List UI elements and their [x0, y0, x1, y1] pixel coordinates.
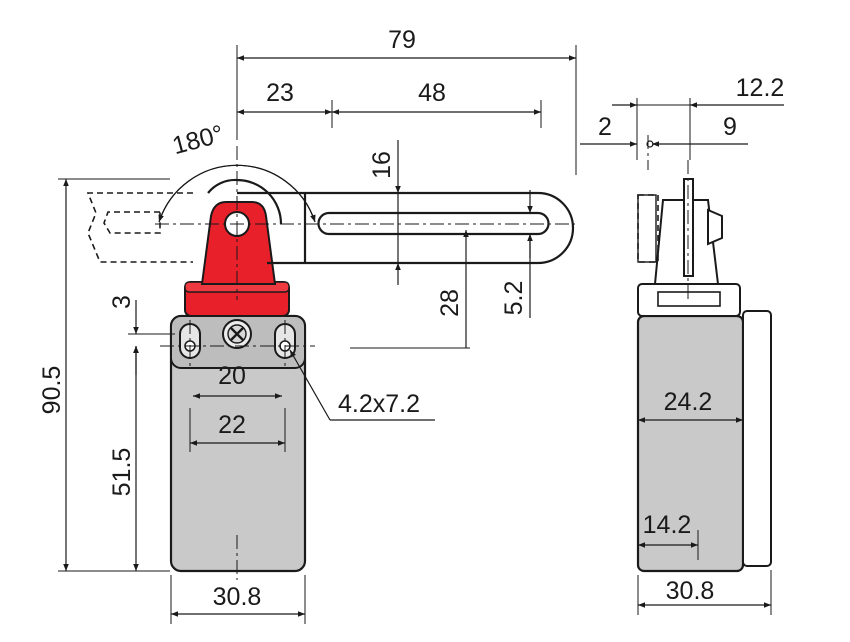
dim-mount-offset: 3 [108, 295, 136, 309]
dim-side-nine: 9 [723, 113, 737, 141]
dim-body-height: 51.5 [108, 448, 136, 497]
side-lever-plate [742, 310, 772, 567]
lever-rotated-dashed [86, 192, 193, 263]
dim-side-depth: 24.2 [664, 388, 713, 416]
dim-hole-spacing-outer: 22 [218, 411, 246, 439]
dim-hole-size: 4.2x7.2 [338, 390, 420, 418]
screw-icon [222, 319, 252, 349]
dim-side-width: 30.8 [666, 577, 715, 605]
lever-slot [317, 211, 550, 236]
front-view [86, 146, 575, 580]
actuator-tower [200, 201, 277, 285]
dim-lever-offset: 23 [266, 79, 294, 107]
dim-slot-length: 48 [418, 79, 446, 107]
dim-side-gap: 2 [598, 113, 612, 141]
dim-side-right: 12.2 [736, 74, 785, 102]
side-dimensions: 12.2 2 9 24.2 14.2 30.8 [580, 74, 784, 615]
side-view [636, 135, 772, 573]
dim-hole-spacing-inner: 20 [218, 362, 246, 390]
dim-front-width: 30.8 [213, 583, 262, 611]
dim-slot-drop: 28 [436, 289, 464, 317]
lever-arm [237, 191, 575, 265]
dim-total-width: 79 [388, 26, 416, 54]
dim-angle: 180° [169, 120, 226, 160]
dim-lever-height: 16 [368, 151, 396, 179]
dim-slot-width: 5.2 [500, 281, 528, 316]
dim-total-height: 90.5 [38, 366, 66, 415]
dim-side-mid: 14.2 [643, 511, 692, 539]
front-dimensions: 79 23 48 180° 16 28 5.2 90.5 3 [38, 26, 577, 624]
